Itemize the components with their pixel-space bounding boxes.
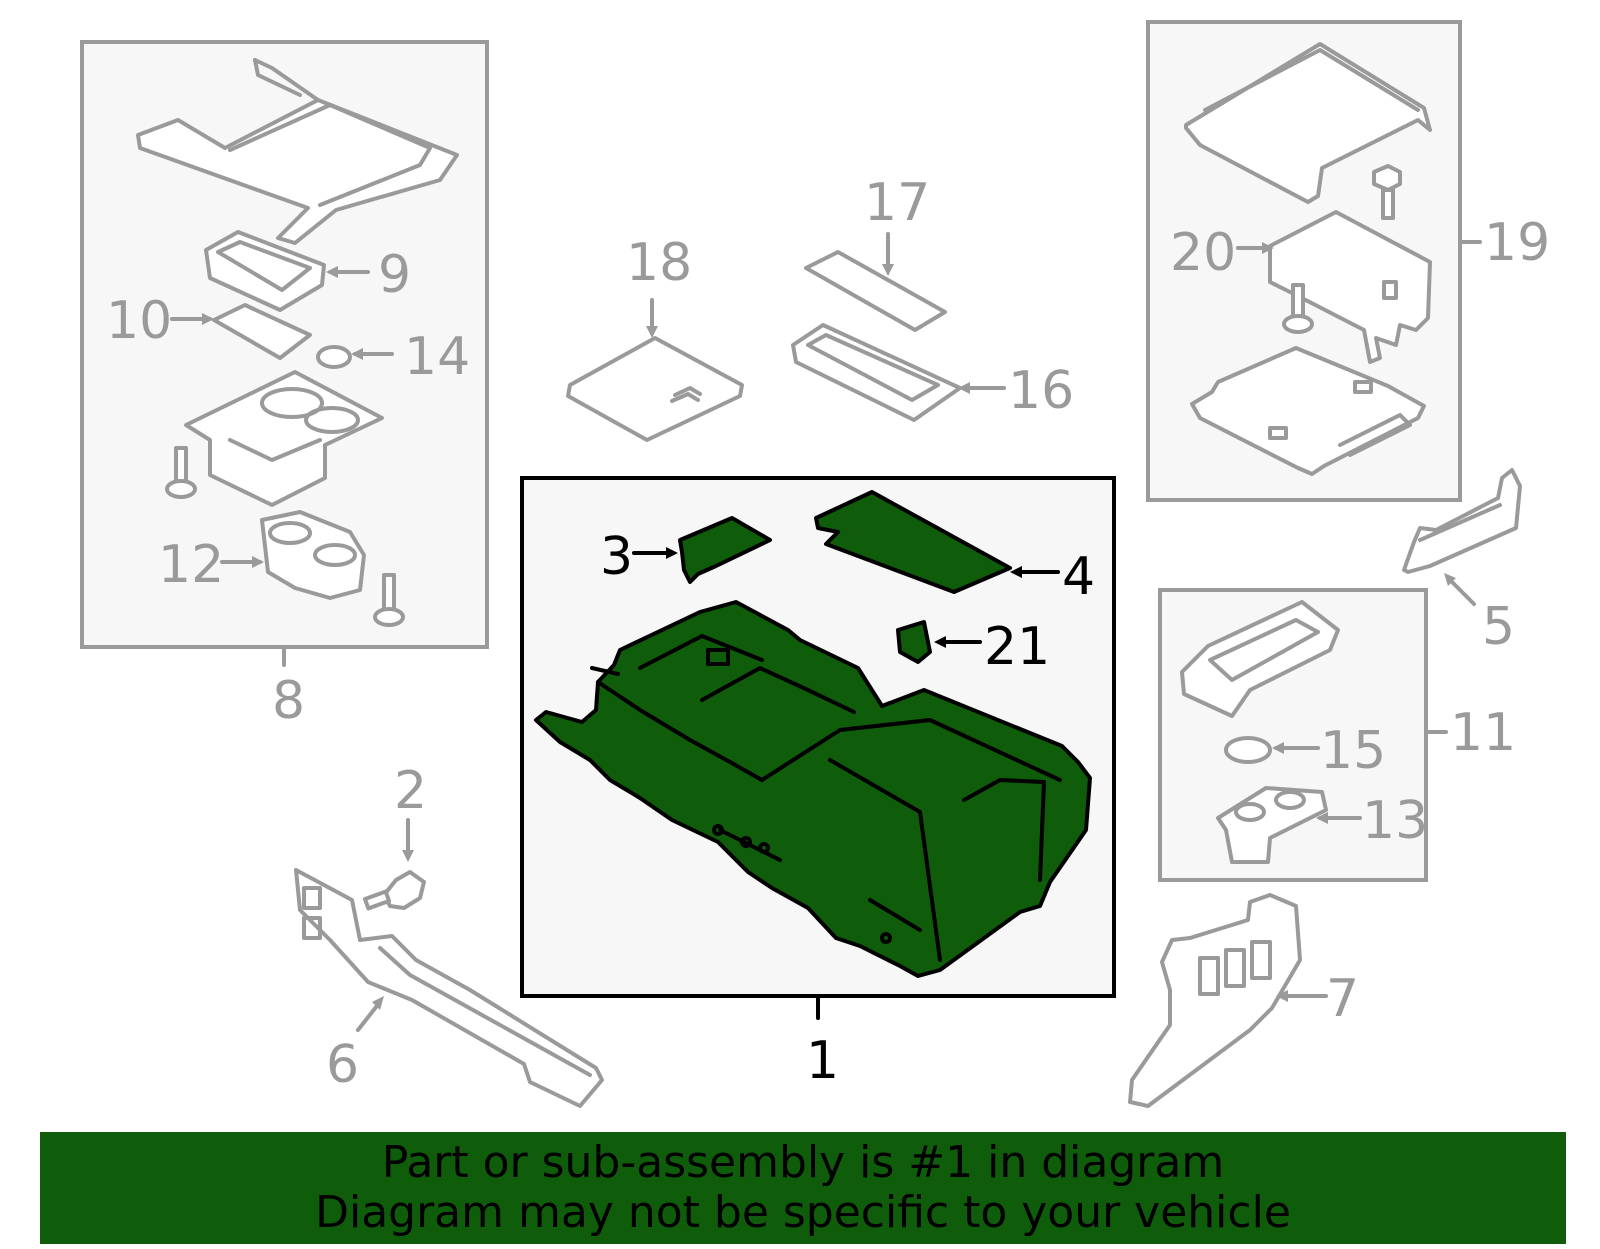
group-box-11: 15 13 11 — [1158, 588, 1516, 882]
lid-pad-part-18: 18 — [566, 233, 744, 442]
callout-4: 4 — [1062, 547, 1095, 607]
callout-13: 13 — [1362, 791, 1428, 851]
callout-16: 16 — [1008, 361, 1074, 421]
cupholder-insert-part — [184, 370, 384, 507]
banner-line-1: Part or sub-assembly is #1 in diagram — [381, 1137, 1225, 1188]
callout-14: 14 — [404, 327, 470, 387]
screw-left-lower — [373, 573, 405, 627]
bracket-part-5: 5 — [1402, 468, 1522, 657]
large-pad-part-4 — [814, 490, 1012, 594]
callout-18: 18 — [626, 233, 692, 293]
rear-panel-part-7: 7 — [1128, 893, 1359, 1108]
console-body-part-1 — [534, 600, 1092, 978]
bolt-right-upper — [1372, 164, 1402, 220]
base-plate-part — [1190, 346, 1426, 476]
callout-17: 17 — [864, 173, 930, 233]
callout-21: 21 — [984, 617, 1050, 677]
callout-15: 15 — [1320, 721, 1386, 781]
callout-9: 9 — [378, 245, 411, 305]
callout-10: 10 — [106, 291, 172, 351]
small-pad-part-3 — [678, 516, 772, 584]
cupholder-part-13 — [1216, 786, 1328, 864]
callout-19: 19 — [1484, 213, 1550, 273]
callout-6: 6 — [326, 1035, 359, 1095]
screw-right-middle — [1282, 283, 1314, 334]
clip-part-2: 2 — [362, 761, 427, 911]
o-ring-part-14 — [316, 345, 352, 369]
o-ring-part-15 — [1224, 736, 1272, 764]
bezel-part — [136, 58, 459, 245]
callout-2: 2 — [394, 761, 427, 821]
screw-left-upper — [165, 446, 197, 499]
bracket-part-20 — [1268, 210, 1432, 364]
callout-20: 20 — [1170, 223, 1236, 283]
console-bezel-part-11 — [1180, 600, 1340, 718]
clip-part-21 — [896, 620, 932, 664]
callout-11: 11 — [1450, 703, 1516, 763]
group-box-8: 9 10 14 12 8 — [80, 40, 489, 731]
banner-line-2: Diagram may not be specific to your vehi… — [315, 1187, 1291, 1238]
callout-3: 3 — [600, 527, 633, 587]
mat-part-10 — [212, 303, 312, 360]
group-box-1: 3 4 21 1 — [520, 476, 1116, 1091]
cupholder-base-part-12 — [260, 510, 366, 600]
parts-17-16: 17 16 — [791, 173, 1074, 422]
callout-7: 7 — [1326, 969, 1359, 1029]
callout-5: 5 — [1482, 597, 1515, 657]
armrest-lid-part — [1184, 42, 1432, 204]
side-trim-part-6: 6 — [294, 868, 604, 1108]
group-box-19: 20 19 — [1146, 20, 1550, 502]
callout-12: 12 — [158, 535, 224, 595]
info-banner: Part or sub-assembly is #1 in diagram Di… — [40, 1132, 1566, 1244]
callout-1: 1 — [806, 1031, 839, 1091]
tray-part-9 — [204, 230, 326, 312]
callout-8: 8 — [272, 671, 305, 731]
